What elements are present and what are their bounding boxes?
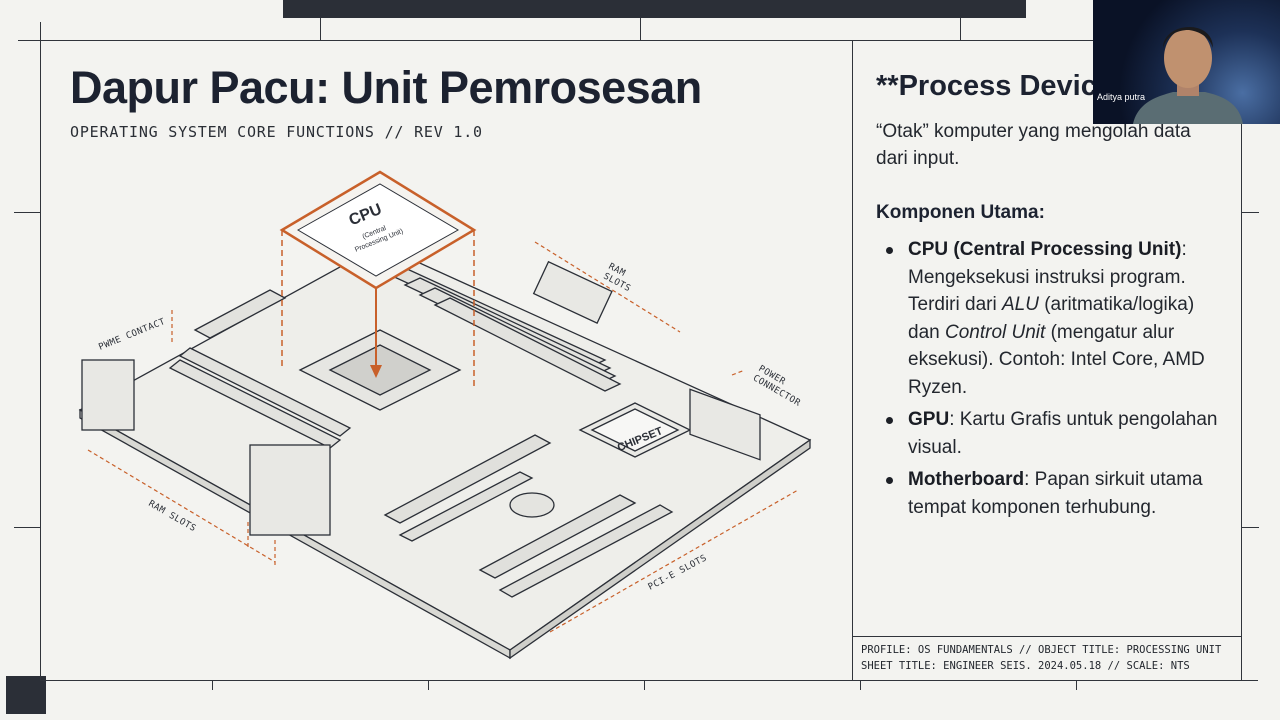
frame-bottom-line [40, 680, 1258, 681]
tick-right-2 [1241, 527, 1259, 528]
frame-right-line [1241, 40, 1242, 680]
webcam-overlay: Aditya putra [1093, 0, 1280, 124]
cpu-desc-control-unit: Control Unit [944, 321, 1046, 343]
callout-power-connector: POWERCONNECTOR [751, 364, 808, 409]
term-motherboard: Motherboard [908, 469, 1025, 490]
atx-power-header [532, 260, 613, 324]
footer-line-2: SHEET TITLE: ENGINEER SEIS. 2024.05.18 /… [861, 660, 1190, 672]
panel-divider [852, 40, 853, 680]
slide-subtitle: OPERATING SYSTEM CORE FUNCTIONS // REV 1… [70, 123, 483, 141]
pcie-slots [383, 434, 674, 598]
term-cpu: CPU (Central Processing Unit) [908, 239, 1182, 260]
power-connector [689, 388, 761, 461]
list-item-gpu: GPU: Kartu Grafis untuk pengolahan visua… [876, 406, 1226, 461]
callout-ram-bottom: RAM SLOTS [147, 499, 198, 534]
chipset [578, 402, 692, 458]
panel-lead: “Otak” komputer yang mengolah data dari … [876, 121, 1191, 169]
motherboard-desc: : Papan sirkuit utama tempat komponen te… [908, 469, 1203, 518]
corner-block [6, 676, 46, 714]
cpu-chip: CPU (Central Processing Unit) [279, 170, 477, 390]
webcam-name: Aditya putra [1097, 92, 1146, 102]
tick-bottom-1 [212, 680, 213, 690]
cpu-desc-2: (aritmatika/logika) dan [908, 294, 1195, 343]
list-item-motherboard: Motherboard: Papan sirkuit utama tempat … [876, 466, 1226, 521]
gpu-desc: : Kartu Grafis untuk pengolahan visual. [908, 409, 1218, 458]
list-item-cpu: CPU (Central Processing Unit): Mengeksek… [876, 236, 1226, 401]
info-panel: **Process Device “Otak” komputer yang me… [852, 40, 1242, 636]
footer-line-1: PROFILE: OS FUNDAMENTALS // OBJECT TITLE… [861, 644, 1222, 656]
slide-title: Dapur Pacu: Unit Pemrosesan [70, 62, 702, 113]
ram-slots-left [168, 289, 352, 449]
component-list: CPU (Central Processing Unit): Mengeksek… [876, 236, 1226, 526]
io-panel [81, 359, 331, 536]
tick-bottom-2 [428, 680, 429, 690]
tick-left-2 [14, 527, 40, 528]
webcam-person [1133, 26, 1243, 124]
top-border-bar [283, 0, 1026, 18]
frame-left-line [40, 40, 41, 680]
tick-bottom-3 [644, 680, 645, 690]
cpu-desc-1: : Mengeksekusi instruksi program. Terdir… [908, 239, 1187, 315]
crosshair-h [18, 40, 54, 41]
title-block: PROFILE: OS FUNDAMENTALS // OBJECT TITLE… [852, 636, 1242, 680]
tick-top-2 [640, 18, 641, 40]
motherboard-diagram: CPU (Central Processing Unit) CHIPSET RA… [78, 170, 812, 660]
cpu-desc-alu: ALU [1001, 294, 1039, 315]
tick-top-1 [320, 18, 321, 40]
tick-bottom-4 [860, 680, 861, 690]
ram-slots-right [388, 267, 622, 392]
tick-left-1 [14, 212, 40, 213]
footer-divider [852, 636, 1242, 637]
cmos-battery [509, 492, 555, 518]
panel-subheading: Komponen Utama: [876, 202, 1045, 223]
panel-title: **Process Device [876, 70, 1113, 102]
tick-top-3 [960, 18, 961, 40]
tick-right-1 [1241, 212, 1259, 213]
cpu-desc-3: (mengatur alur eksekusi). Contoh: Intel … [908, 321, 1205, 398]
crosshair-v [40, 22, 41, 54]
frame-top-line [40, 40, 1242, 41]
tick-bottom-5 [1076, 680, 1077, 690]
term-gpu: GPU [908, 409, 950, 430]
callout-pwme-contact: PWME CONTACT [97, 317, 167, 353]
